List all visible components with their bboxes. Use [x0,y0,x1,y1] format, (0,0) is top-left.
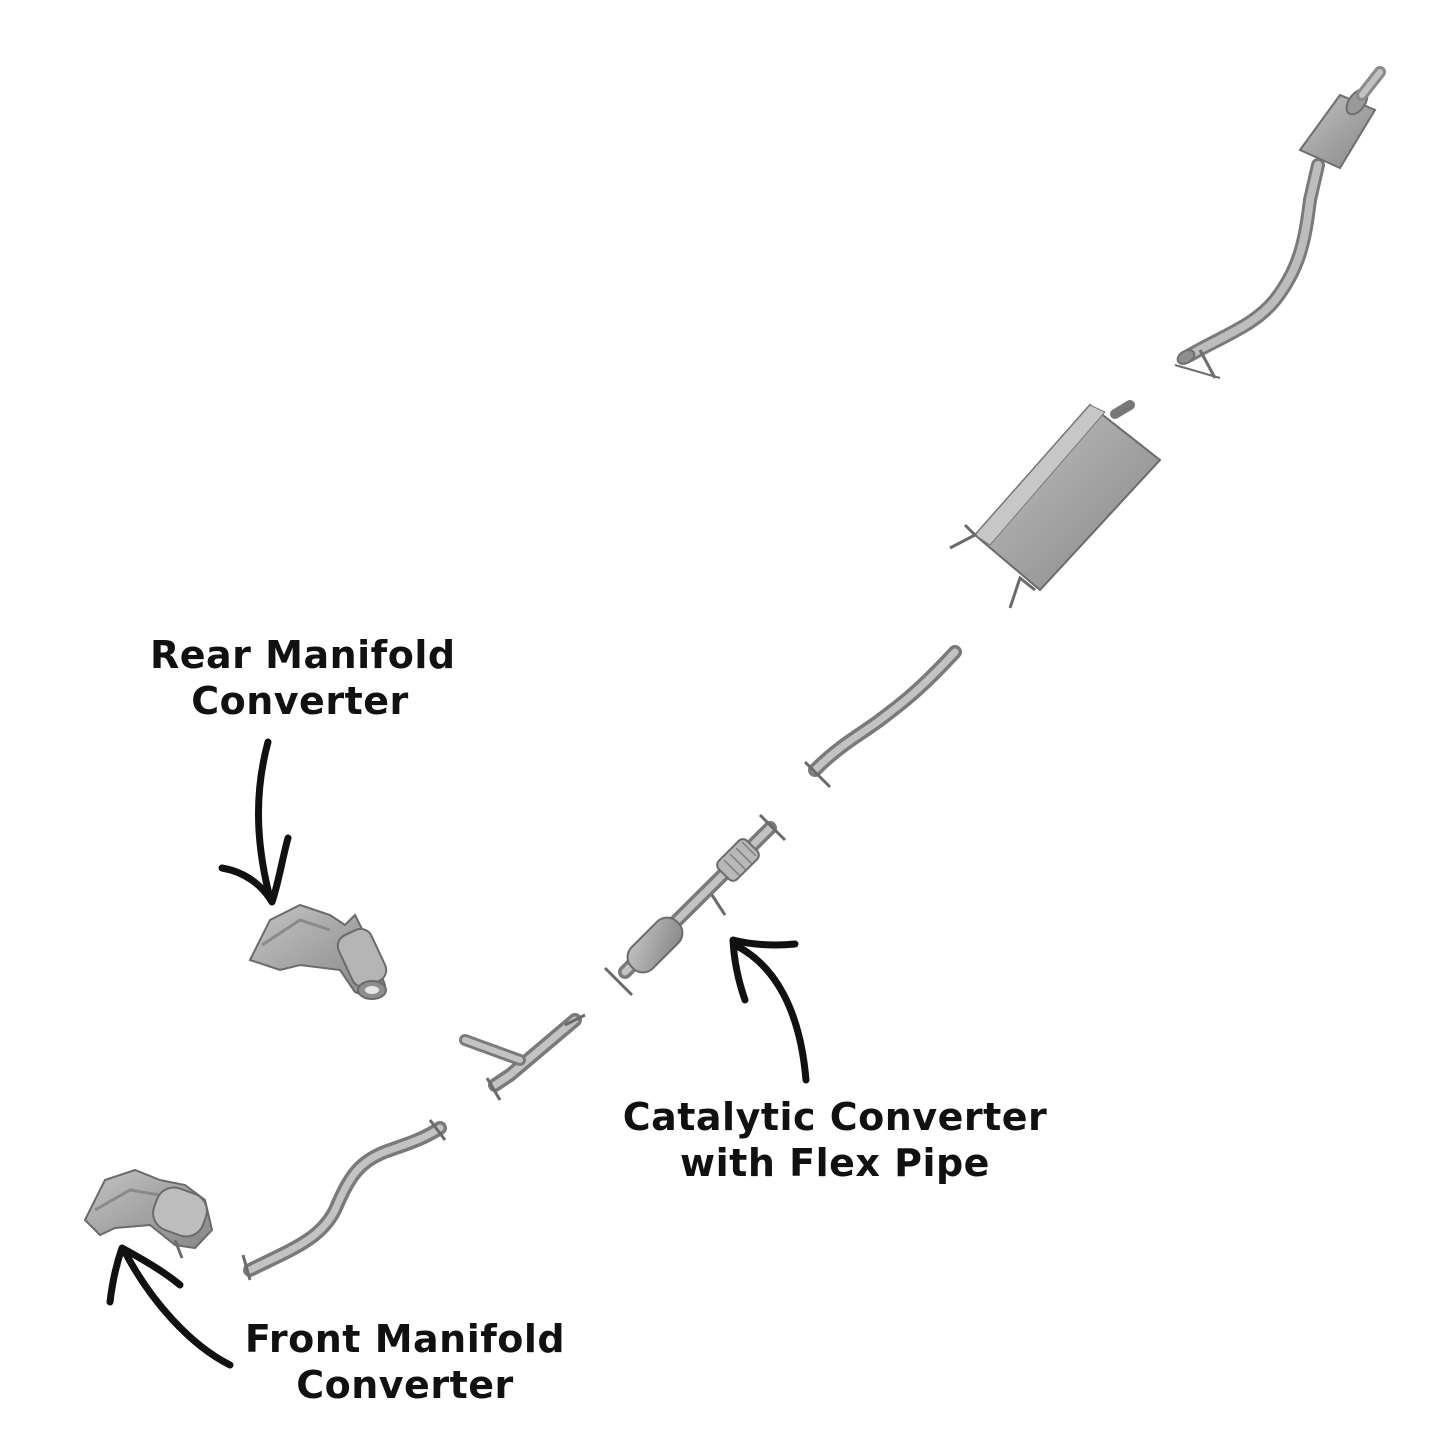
catalytic-converter-flex-pipe-part [603,813,787,997]
y-pipe-part [459,1013,586,1101]
front-manifold-converter-part [83,1168,214,1259]
catalytic-label-line2: with Flex Pipe [680,1141,990,1185]
catalytic-converter-arrow [729,936,810,1084]
intermediate-pipe-part [803,645,962,789]
front-manifold-label-line1: Front Manifold [244,1317,566,1361]
rear-manifold-converter-label: Rear Manifold Converter [150,632,456,724]
rear-manifold-label-line2: Converter [191,679,409,723]
front-manifold-label-line2: Converter [296,1363,514,1407]
catalytic-label-line1: Catalytic Converter [622,1095,1048,1139]
rear-manifold-label-line1: Rear Manifold [150,633,456,677]
front-manifold-converter-label: Front Manifold Converter [240,1316,570,1408]
catalytic-converter-label: Catalytic Converter with Flex Pipe [610,1094,1060,1186]
front-manifold-arrow [106,1244,234,1369]
rear-manifold-arrow [218,738,292,906]
rear-manifold-converter-part [248,903,388,1000]
tailpipe-rear-muffler-part [1174,66,1386,379]
front-pipe-part [241,1119,447,1281]
main-muffler-part [949,400,1162,609]
